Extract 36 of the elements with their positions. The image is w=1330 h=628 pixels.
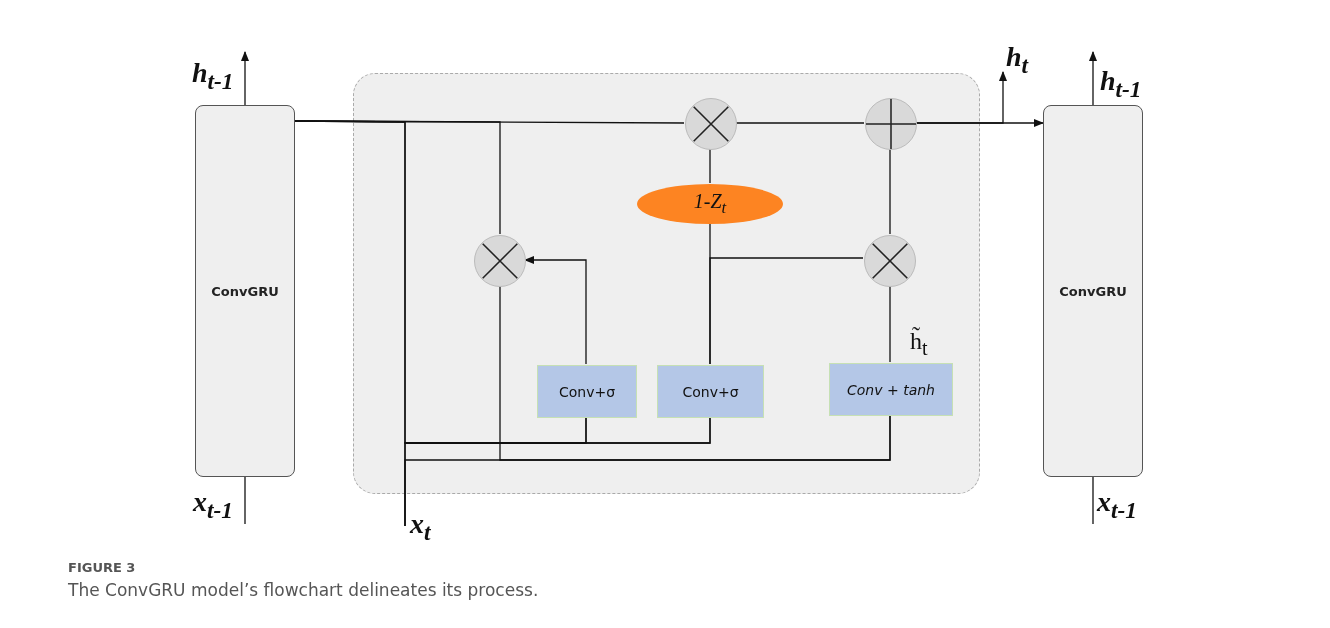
process-box — [1043, 105, 1143, 477]
connector-line — [499, 285, 891, 461]
figure-number: FIGURE 3 — [68, 560, 136, 575]
variable-label: h$_{t}$ — [1006, 42, 1046, 78]
variable-label: h̃$_{t}$ — [910, 328, 928, 360]
variable-label: x$_{t-1}$ — [193, 486, 243, 524]
box-label: Conv+σ — [682, 383, 739, 400]
connector-line — [889, 148, 891, 235]
multiplication-symbol — [864, 235, 916, 287]
process-box — [537, 365, 637, 418]
caption: The ConvGRU model’s flowchart delineates its process. — [68, 580, 539, 600]
box-label: ConvGRU — [211, 283, 279, 299]
arrow — [1088, 50, 1098, 106]
connector-line — [889, 285, 891, 363]
box-label: Conv+σ — [558, 383, 616, 400]
variable-label: x$_{t}$ — [410, 508, 450, 546]
arrow — [523, 255, 587, 365]
connector-line — [1092, 476, 1094, 525]
connector-line — [735, 122, 865, 124]
variable-label: h$_{t-1}$ — [1100, 66, 1156, 102]
box-label: ConvGRU — [1059, 283, 1127, 299]
process-box — [195, 105, 295, 477]
variable-label: h$_{t-1}$ — [192, 58, 242, 94]
connector-line — [709, 148, 711, 184]
variable-label: x$_{t-1}$ — [1097, 486, 1153, 524]
connector-line — [709, 257, 864, 365]
multiplication-symbol — [474, 235, 526, 287]
cell-background — [353, 73, 980, 494]
gate-label: 1-Z$_{t}$ — [693, 190, 727, 218]
multiplication-symbol — [685, 98, 737, 150]
arrow — [240, 50, 250, 106]
process-box — [657, 365, 764, 418]
addition-symbol — [865, 98, 917, 150]
connector-line — [244, 476, 246, 525]
arrow — [915, 70, 1008, 124]
box-label: Conv + tanh — [847, 381, 935, 398]
